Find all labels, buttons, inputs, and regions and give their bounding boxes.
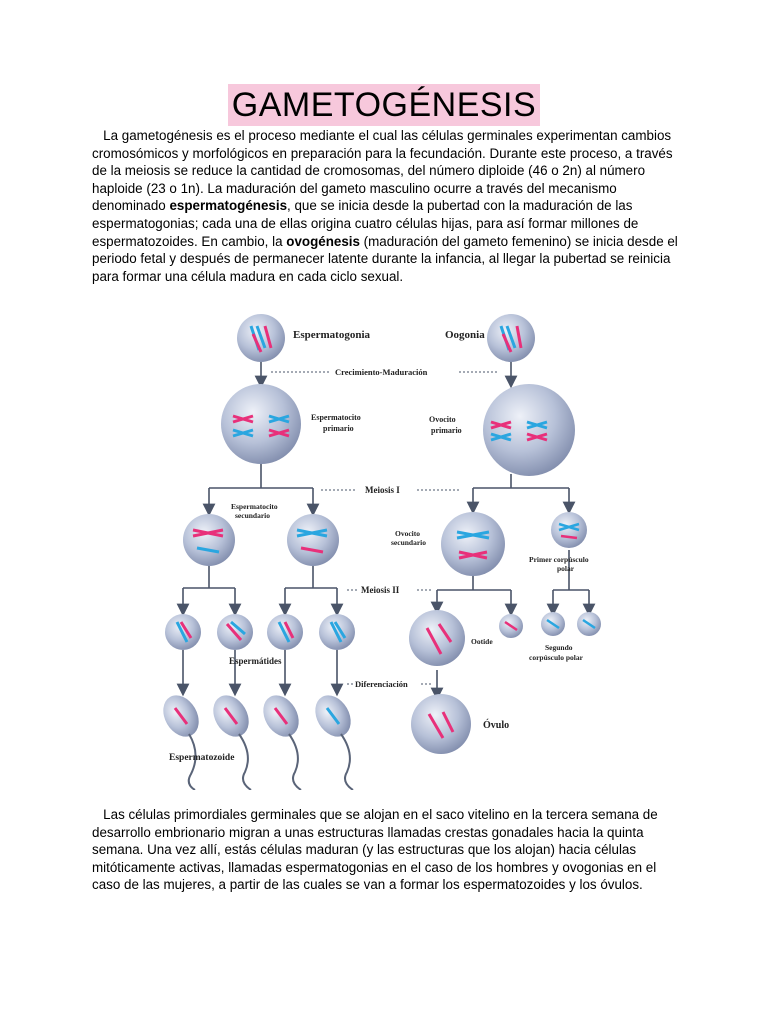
- segundo-corpusculo-polar-cell-1: [541, 612, 565, 636]
- espermatozoide-3: [256, 689, 306, 790]
- espermatozoide-2: [206, 689, 256, 790]
- label-espermatocito-secundario-1: Espermatocito: [231, 502, 278, 511]
- ovocito-primario-cell: [483, 384, 575, 476]
- title-text: GAMETOGÉNESIS: [228, 84, 540, 126]
- ootide-small-cell: [499, 614, 523, 638]
- document-title: GAMETOGÉNESIS: [0, 86, 768, 125]
- label-meiosis-2: Meiosis II: [361, 585, 400, 595]
- label-segundo-corpusculo-1: Segundo: [545, 643, 573, 652]
- ovocito-secundario-cell: [441, 512, 505, 576]
- closing-paragraph: Las células primordiales germinales que …: [92, 806, 678, 894]
- label-ovocito-primario-1: Ovocito: [429, 415, 456, 424]
- label-primer-corpusculo-1: Primer corpúsculo: [529, 555, 589, 564]
- label-primer-corpusculo-2: polar: [557, 564, 575, 573]
- gametogenesis-diagram: Espermatogonia Oogonia Crecimiento-Madur…: [161, 304, 607, 790]
- label-ovulo: Óvulo: [483, 719, 509, 731]
- label-oogonia: Oogonia: [445, 329, 485, 341]
- term-espermatogenesis: espermatogénesis: [169, 198, 287, 213]
- term-ovogenesis: ovogénesis: [286, 234, 360, 249]
- espermatocito-secundario-cell-2: [287, 514, 339, 566]
- label-ovocito-secundario-1: Ovocito: [395, 529, 420, 538]
- espermatocito-primario-cell: [221, 384, 301, 464]
- label-crecimiento: Crecimiento-Maduración: [335, 367, 428, 377]
- espermatozoide-4: [308, 689, 358, 790]
- espermatogonia-cell: [237, 314, 285, 362]
- label-ootide: Ootide: [471, 637, 493, 646]
- intro-paragraph: La gametogénesis es el proceso mediante …: [92, 127, 678, 285]
- label-segundo-corpusculo-2: corpúsculo polar: [529, 653, 584, 662]
- label-espermatocito-primario-1: Espermatocito: [311, 413, 361, 422]
- espermatozoide-1: [161, 689, 206, 790]
- label-espermatocito-secundario-2: secundario: [235, 511, 270, 520]
- label-espermatides: Espermátides: [229, 656, 282, 666]
- ovulo-cell: [411, 694, 471, 754]
- label-espermatozoide: Espermatozoide: [169, 753, 234, 763]
- espermatide-cell-4: [319, 614, 355, 650]
- label-ovocito-primario-2: primario: [431, 426, 462, 435]
- label-diferenciacion: Diferenciación: [355, 679, 408, 689]
- label-espermatocito-primario-2: primario: [323, 424, 354, 433]
- espermatide-cell-1: [165, 614, 201, 650]
- ootide-cell: [409, 610, 465, 666]
- espermatide-cell-2: [217, 614, 253, 650]
- label-espermatogonia: Espermatogonia: [293, 329, 371, 341]
- oogonia-cell: [487, 314, 535, 362]
- segundo-corpusculo-polar-cell-2: [577, 612, 601, 636]
- label-meiosis-1: Meiosis I: [365, 485, 400, 495]
- closing-text: Las células primordiales germinales que …: [92, 807, 658, 892]
- espermatocito-secundario-cell-1: [183, 514, 235, 566]
- label-ovocito-secundario-2: secundario: [391, 538, 426, 547]
- espermatide-cell-3: [267, 614, 303, 650]
- primer-corpusculo-polar-cell: [551, 512, 587, 548]
